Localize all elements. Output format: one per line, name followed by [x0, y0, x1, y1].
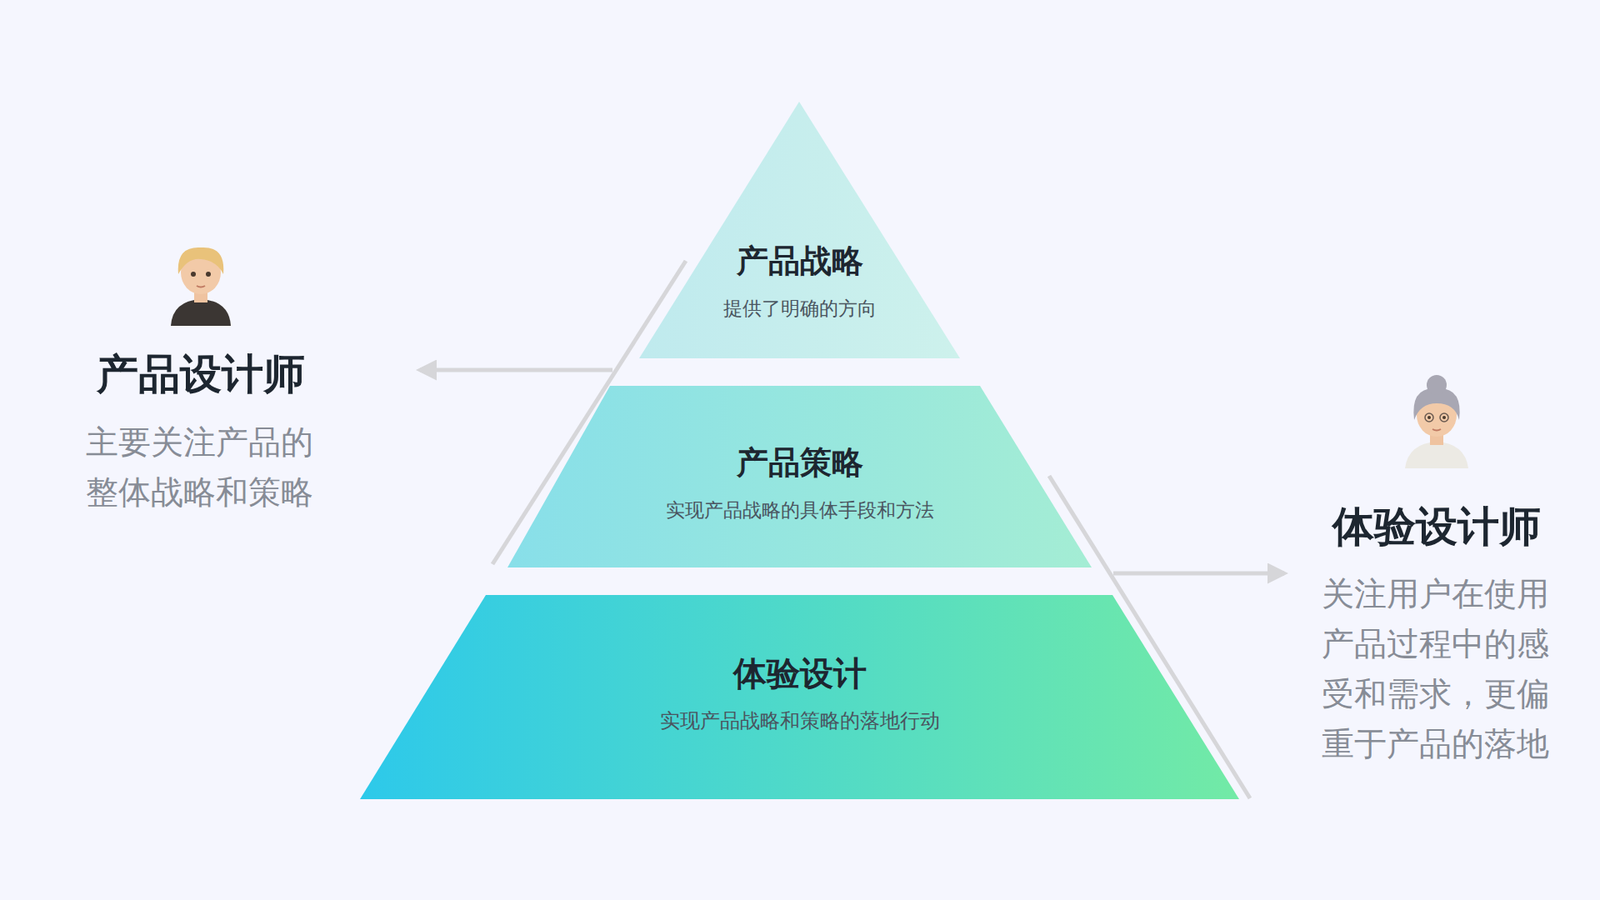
pyramid-middle-tier: 产品策略实现产品战略的具体手段和方法 — [507, 385, 1092, 568]
tier-description: 实现产品战略的具体手段和方法 — [507, 496, 1092, 524]
role-description: 关注用户在使用产品过程中的感受和需求，更偏重于产品的落地 — [1321, 569, 1565, 770]
tier-shape — [360, 595, 1240, 800]
role-title: 产品设计师 — [96, 349, 305, 400]
tier-fill — [639, 101, 960, 359]
avatar-illustration — [1405, 375, 1469, 469]
tier-fill — [360, 595, 1240, 800]
pointer-arrow — [420, 368, 613, 373]
role-description: 主要关注产品的 整体战略和策略 — [85, 417, 330, 518]
tier-heading: 产品策略 — [507, 441, 1092, 484]
tier-text: 体验设计实现产品战略和策略的落地行动 — [360, 652, 1240, 735]
tier-fill — [507, 385, 1092, 568]
tier-description: 实现产品战略和策略的落地行动 — [360, 707, 1240, 735]
tier-heading: 体验设计 — [360, 652, 1240, 695]
tier-text: 产品战略提供了明确的方向 — [639, 240, 960, 322]
tier-heading: 产品战略 — [639, 240, 960, 282]
avatar-illustration — [170, 247, 231, 326]
role-title: 体验设计师 — [1332, 501, 1541, 552]
pointer-arrow — [1113, 571, 1285, 576]
tier-text: 产品策略实现产品战略的具体手段和方法 — [507, 441, 1092, 524]
pyramid-base-tier: 体验设计实现产品战略和策略的落地行动 — [360, 595, 1240, 800]
tier-shape — [639, 101, 960, 359]
tier-description: 提供了明确的方向 — [639, 295, 960, 322]
pyramid-top-tier: 产品战略提供了明确的方向 — [639, 101, 960, 359]
